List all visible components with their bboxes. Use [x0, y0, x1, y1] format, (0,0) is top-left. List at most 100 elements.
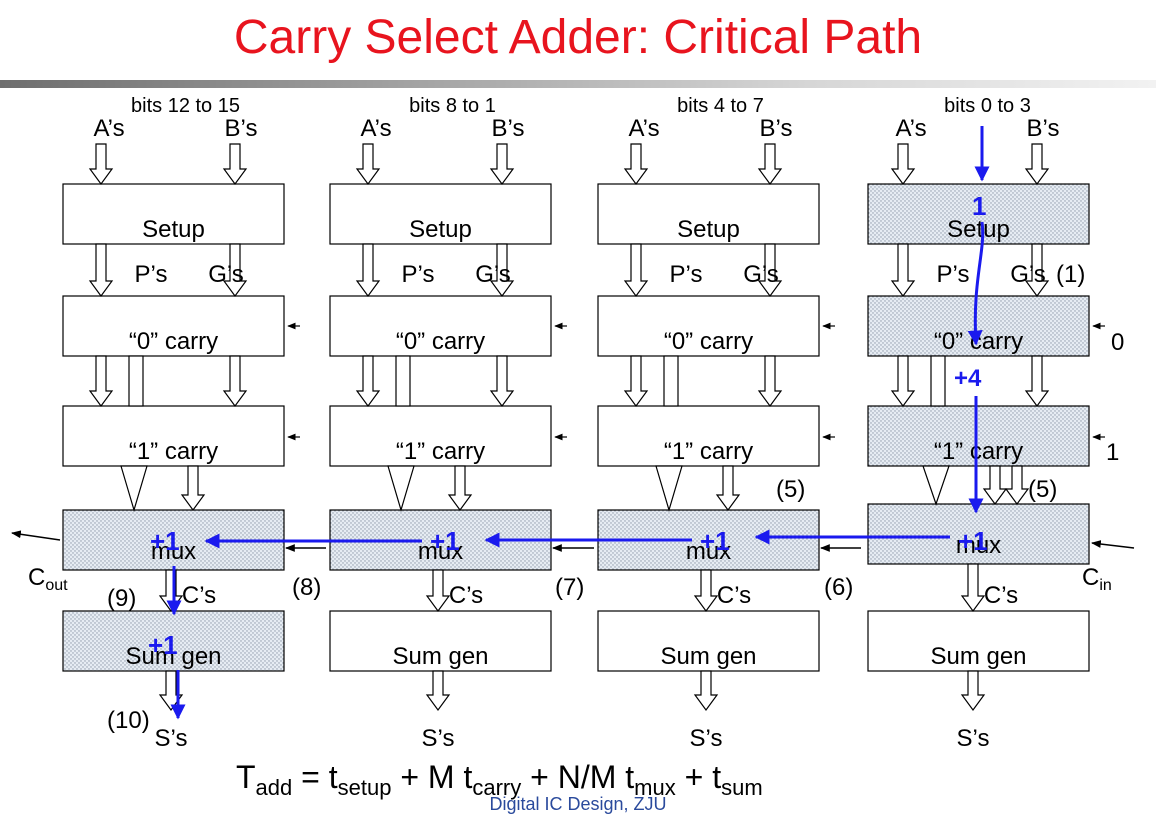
- mux-block-column4: [867, 503, 1090, 565]
- zero-carry-out-arrow-left-column3: [623, 355, 649, 408]
- one-carry-out-arrow-column1: [180, 465, 206, 512]
- p-bus-arrow-column1: [88, 243, 114, 298]
- mux-label-column4: mux: [956, 532, 1001, 559]
- zero-carry-out-arrow-left-column1: [88, 355, 114, 408]
- delay-setup: 1: [972, 191, 986, 221]
- sum-gen-label-column3: Sum gen: [660, 643, 756, 670]
- zero-carry-block-column1: [62, 295, 285, 357]
- p-label-column1: P’s: [135, 261, 168, 288]
- b-input-label-column3: B’s: [760, 115, 793, 142]
- c-bus-arrow-column2: [425, 569, 451, 613]
- carry-out-arrow: [11, 530, 61, 541]
- b-input-label-column1: B’s: [225, 115, 258, 142]
- pg-pass-through-column2: [395, 355, 411, 407]
- setup-block-column3: [597, 183, 820, 245]
- sum-gen-block-column4: [867, 610, 1090, 672]
- bits-range-label-column2: bits 8 to 1: [409, 95, 496, 117]
- c-bus-arrow-column3: [693, 569, 719, 613]
- g-label-column3: G’s: [743, 261, 779, 288]
- pg-pass-through-column3: [663, 355, 679, 407]
- b-input-label-column2: B’s: [492, 115, 525, 142]
- setup-label-column3: Setup: [677, 216, 740, 243]
- b-input-label-column4: B’s: [1027, 115, 1060, 142]
- footer-text: Digital IC Design, ZJU: [489, 794, 667, 814]
- g-bus-arrow-column3: [757, 243, 783, 298]
- one-carry-block-column1: [62, 405, 285, 467]
- sum-gen-label-column2: Sum gen: [392, 643, 488, 670]
- title-divider: [0, 80, 1156, 88]
- p-label-column2: P’s: [402, 261, 435, 288]
- s-output-arrow-column4: [960, 670, 986, 712]
- zero-carry-label-column3: “0” carry: [664, 328, 753, 355]
- g-bus-arrow-column1: [222, 243, 248, 298]
- zero-carry-label-column1: “0” carry: [129, 328, 218, 355]
- step-label-9: (9): [107, 585, 136, 612]
- zero-carry-out-arrow-left-column4: [890, 355, 916, 408]
- c-label-column1: C’s: [182, 582, 216, 609]
- one-carry-out-arrow-column2: [447, 465, 473, 512]
- a-input-arrow-column4: [890, 143, 916, 186]
- setup-label-column4: Setup: [947, 216, 1010, 243]
- p-bus-arrow-column2: [355, 243, 381, 298]
- mux-label-column3: mux: [686, 538, 731, 565]
- c-label-column4: C’s: [984, 582, 1018, 609]
- a-input-label-column2: A’s: [360, 115, 391, 142]
- one-carry-out-arrow-column3: [715, 465, 741, 512]
- step-label-5-column3: (5): [776, 476, 805, 503]
- c-label-column3: C’s: [717, 582, 751, 609]
- setup-block-column4: [867, 183, 1090, 245]
- delay-sum: +1: [148, 630, 178, 660]
- setup-label-column1: Setup: [142, 216, 205, 243]
- g-bus-arrow-column4: [1024, 243, 1050, 298]
- one-carry-block-column4: [867, 405, 1090, 467]
- sum-gen-label-column4: Sum gen: [930, 643, 1026, 670]
- a-input-arrow-column3: [623, 143, 649, 186]
- bits-range-label-column1: bits 12 to 15: [131, 95, 240, 117]
- zero-carry-out-arrow-right-column2: [489, 355, 515, 408]
- c-bus-arrow-column4: [960, 563, 986, 613]
- a-input-label-column4: A’s: [895, 115, 926, 142]
- s-output-label-column3: S’s: [690, 725, 723, 752]
- pg-pass-through-column1: [128, 355, 144, 407]
- a-input-arrow-column2: [355, 143, 381, 186]
- carry-in-zero-label: 0: [1111, 329, 1124, 356]
- p-bus-arrow-column3: [623, 243, 649, 298]
- c-bus-arrow-column1: [158, 569, 184, 613]
- s-output-arrow-column2: [425, 670, 451, 712]
- c-label-column2: C’s: [449, 582, 483, 609]
- bus-arrow-layer: [11, 143, 1135, 712]
- zero-carry-block-column2: [329, 295, 552, 357]
- setup-block-column2: [329, 183, 552, 245]
- step-label-8: (8): [292, 574, 321, 601]
- pg-pass-through-column4: [930, 355, 946, 407]
- delay-mux-column1: +1: [150, 526, 180, 556]
- one-carry-out-arrow-column4: [982, 465, 1008, 506]
- g-label-column4: G’s: [1010, 261, 1046, 288]
- zero-carry-block-column4: [867, 295, 1090, 357]
- extra-carry-out-arrow-column4: [1004, 465, 1030, 506]
- one-carry-triangle-column3: [655, 465, 683, 513]
- bits-range-label-column3: bits 4 to 7: [677, 95, 764, 117]
- one-carry-block-column2: [329, 405, 552, 467]
- b-input-arrow-column4: [1024, 143, 1050, 186]
- delay-mux-column4: +1: [958, 526, 988, 556]
- mux-label-column2: mux: [418, 538, 463, 565]
- one-carry-triangle-column2: [387, 465, 415, 513]
- carry-in-label: Cin: [1082, 564, 1112, 594]
- carry-in-one-label: 1: [1106, 439, 1119, 466]
- bits-range-label-column4: bits 0 to 3: [944, 95, 1031, 117]
- a-input-label-column3: A’s: [628, 115, 659, 142]
- p-bus-arrow-column4: [890, 243, 916, 298]
- step-label-10: (10): [107, 707, 150, 734]
- a-input-arrow-column1: [88, 143, 114, 186]
- setup-label-column2: Setup: [409, 216, 472, 243]
- delay-formula: Tadd = tsetup + M tcarry + N/M tmux + ts…: [236, 759, 763, 800]
- s-output-arrow-column3: [693, 670, 719, 712]
- one-carry-label-column1: “1” carry: [129, 438, 218, 465]
- s-output-label-column2: S’s: [422, 725, 455, 752]
- step-label-5-column4: (5): [1028, 476, 1057, 503]
- sum-gen-label-column1: Sum gen: [125, 643, 221, 670]
- zero-carry-out-arrow-right-column4: [1024, 355, 1050, 408]
- zero-carry-out-arrow-right-column3: [757, 355, 783, 408]
